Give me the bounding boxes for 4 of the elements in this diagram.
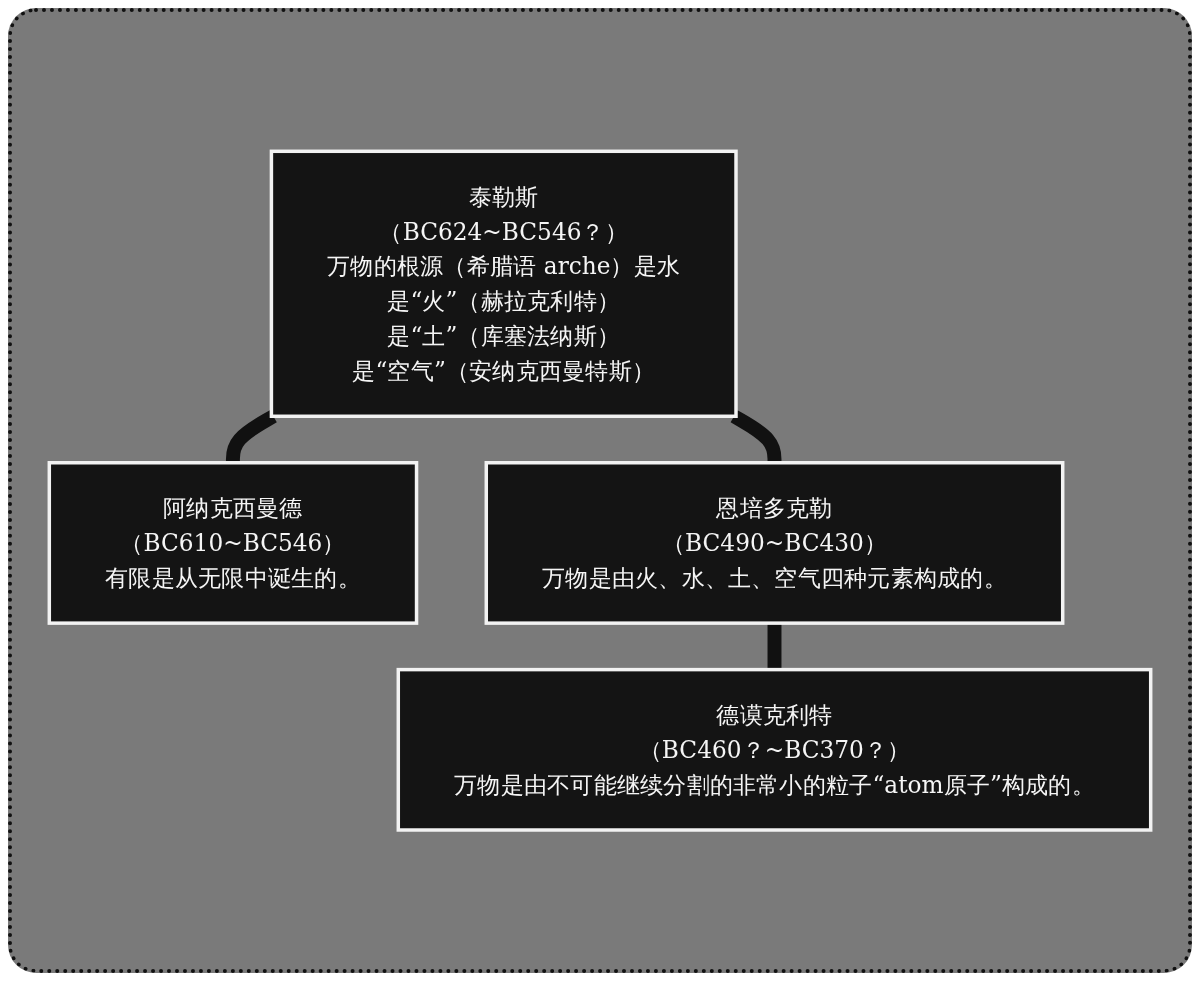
node-box: 阿纳克西曼德 （BC610~BC546） 有限是从无限中诞生的。: [47, 460, 419, 625]
node-box: 泰勒斯 （BC624~BC546？） 万物的根源（希腊语 arche）是水 是“火”（赫拉克利特） 是“土”（库塞法纳斯） 是“空气”（安纳克西曼特斯）: [269, 149, 738, 418]
node-box: 恩培多克勒 （BC490~BC430） 万物是由火、水、土、空气四种元素构成的。: [484, 460, 1065, 625]
node-box: 德谟克利特 （BC460？~BC370？） 万物是由不可能继续分割的非常小的粒子“atom原子”构成的。: [396, 667, 1153, 832]
